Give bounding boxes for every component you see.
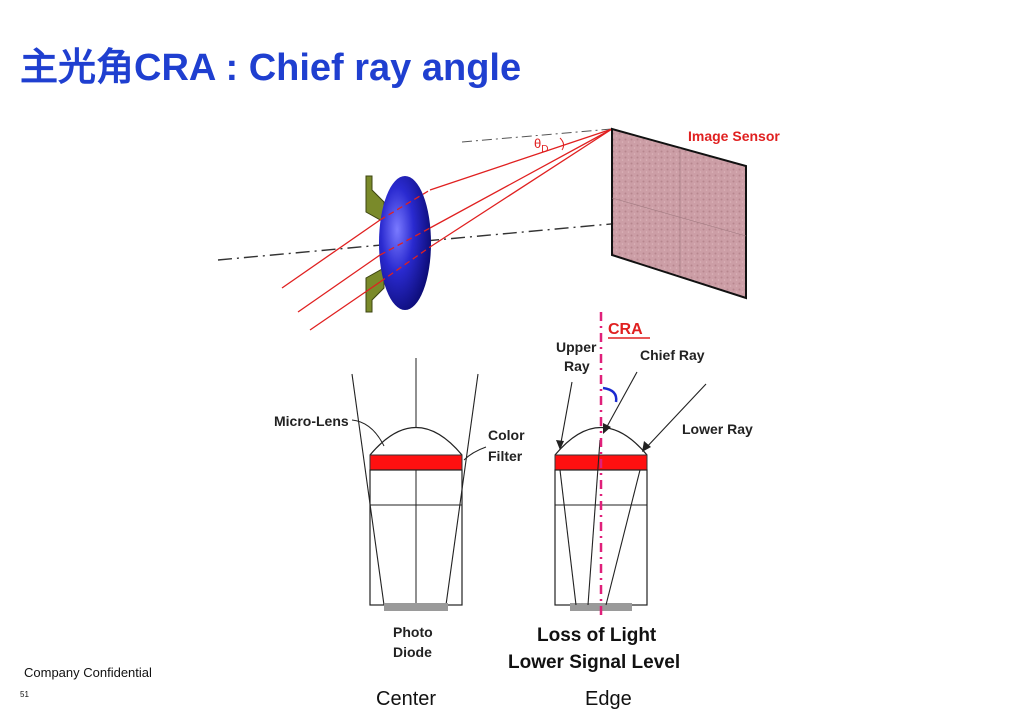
aperture-top [365,175,385,223]
reference-line [461,128,613,143]
image-sensor-label: Image Sensor [688,128,780,144]
ray-incoming-1 [281,219,381,289]
lens-sensor-illustration: θD Image Sensor [217,127,780,331]
loss-of-light-label: Loss of Light [537,625,657,646]
cra-angle-arc [602,386,618,403]
center-pixel-illustration: Micro-Lens Color Filter Photo Diode [274,358,525,660]
title-english: CRA : Chief ray angle [134,47,522,89]
caption-center: Center [376,688,437,710]
optical-axis [217,217,677,261]
photo-diode-label-1: Photo [393,624,433,640]
lower-signal-label: Lower Signal Level [508,652,680,673]
center-photo-diode [384,603,448,611]
center-ray-left [351,373,385,606]
upper-ray [559,381,573,449]
cra-label: CRA [608,321,643,338]
micro-lens-label: Micro-Lens [274,413,349,429]
lower-ray-arrowhead [642,441,651,452]
center-micro-lens [369,426,463,456]
sensor-grid-h [611,197,747,237]
chief-ray [603,371,638,433]
chief-ray-label: Chief Ray [640,347,705,363]
aperture-bottom [365,267,385,313]
caption-edge: Edge [585,688,632,710]
color-filter-label-1: Color [488,427,525,443]
ray-incoming-2 [297,254,381,313]
ray-outgoing-1 [429,128,613,191]
upper-ray-label-2: Ray [564,358,590,374]
theta-label: θD [534,136,548,155]
upper-ray-arrowhead [556,440,564,450]
center-color-filter [369,454,463,471]
ray-outgoing-2 [429,128,613,229]
title-chinese: 主光角 [20,45,135,89]
micro-lens-pointer [351,419,385,447]
color-filter-label-2: Filter [488,448,523,464]
page-title: 主光角CRA : Chief ray angle [20,36,521,91]
chief-ray-inside [587,439,601,606]
upper-ray-label-1: Upper [556,339,597,355]
theta-arc [559,137,565,151]
image-sensor [611,127,747,300]
footer-confidential: Company Confidential [24,665,152,680]
lower-ray-label: Lower Ray [682,421,753,437]
lower-ray-inside [605,469,641,606]
ray-inside-3 [379,246,431,283]
photo-diode-label-2: Diode [393,644,432,660]
color-filter-pointer [463,446,487,461]
lower-ray [643,383,707,451]
page-number: 51 [20,690,29,699]
upper-ray-inside [559,469,577,606]
ray-outgoing-3 [429,128,613,248]
ray-incoming-3 [309,281,381,331]
edge-pixel-illustration: CRA Upper Ray Chief Ray Lower Ray Loss o… [508,312,753,673]
chief-ray-arrowhead [603,423,611,434]
lens-icon [379,176,431,310]
